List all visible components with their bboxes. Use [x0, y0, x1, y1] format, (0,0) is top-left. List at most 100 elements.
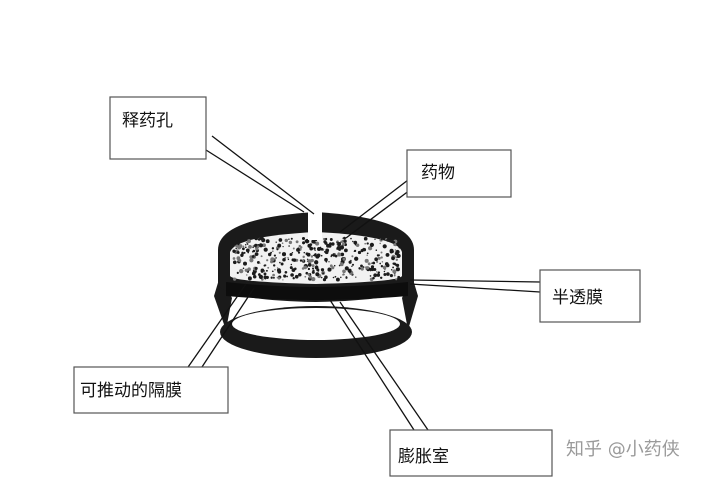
drug-particle	[395, 237, 398, 239]
drug-particle	[396, 253, 401, 259]
drug-particle	[252, 249, 256, 253]
drug-particle	[353, 240, 358, 245]
leader-drug-upper	[339, 179, 409, 233]
drug-particle	[268, 252, 272, 257]
drug-particle	[320, 247, 324, 251]
drug-particle	[298, 244, 302, 248]
drug-particle	[311, 264, 315, 268]
drug-particle	[383, 270, 386, 273]
drug-particle	[311, 277, 316, 282]
drug-particle	[331, 266, 335, 270]
drug-particle	[350, 237, 352, 240]
drug-particle	[243, 261, 247, 266]
drug-particle	[375, 249, 378, 251]
watermark-text: 知乎 @小药侠	[566, 439, 680, 460]
drug-particle	[287, 257, 289, 259]
drug-particle	[386, 238, 390, 242]
drug-particle	[320, 276, 323, 279]
drug-particle	[333, 264, 336, 267]
label-drug: 药物	[421, 163, 455, 183]
drug-particle	[345, 276, 348, 279]
drug-particle	[272, 276, 275, 279]
drug-particle	[244, 244, 247, 246]
drug-particle	[284, 270, 288, 274]
drug-particle	[314, 260, 319, 265]
drug-particle	[297, 251, 301, 254]
drug-particles	[232, 236, 401, 282]
drug-particle	[331, 242, 334, 245]
callout-semipermeable-membrane: 半透膜	[539, 269, 641, 323]
drug-particle	[290, 263, 293, 266]
drug-particle	[238, 244, 243, 249]
drug-particle	[284, 238, 289, 243]
drug-particle	[327, 267, 332, 272]
drug-particle	[277, 276, 281, 280]
drug-particle	[259, 243, 263, 248]
drug-particle	[360, 249, 364, 253]
leader-chamber-right	[339, 301, 429, 431]
drug-particle	[271, 270, 274, 273]
drug-particle	[320, 254, 323, 257]
drug-particle	[348, 260, 352, 264]
drug-particle	[242, 247, 245, 251]
drug-particle	[306, 258, 309, 261]
drug-particle	[372, 276, 375, 280]
drug-particle	[289, 252, 293, 257]
drug-particle	[235, 244, 239, 248]
drug-particle	[397, 237, 401, 242]
drug-particle	[270, 251, 273, 254]
drug-particle	[374, 238, 376, 240]
callout-release-hole: 释药孔	[109, 96, 207, 160]
drug-particle	[316, 268, 320, 272]
drug-particle	[369, 242, 374, 247]
drug-particle	[242, 267, 245, 270]
drug-particle	[302, 259, 305, 262]
drug-particle	[304, 239, 310, 244]
label-semipermeable-membrane: 半透膜	[552, 288, 603, 308]
drug-particle	[244, 268, 248, 272]
drug-particle	[260, 268, 265, 273]
drug-particle	[344, 248, 348, 253]
drug-particle	[334, 275, 337, 278]
drug-particle	[287, 258, 290, 261]
drug-particle	[377, 256, 381, 260]
drug-particle	[354, 256, 359, 261]
drug-particle	[342, 273, 345, 276]
drug-particle	[315, 265, 318, 268]
drug-particle	[256, 244, 258, 246]
drug-particle	[312, 254, 315, 257]
drug-particle	[274, 268, 276, 271]
drug-particle	[376, 260, 379, 263]
drug-particle	[398, 245, 401, 249]
drug-particle	[272, 273, 275, 277]
drug-particle	[281, 242, 284, 244]
drug-particle	[292, 258, 297, 262]
drug-particle	[312, 269, 315, 272]
drug-particle	[294, 267, 297, 271]
drug-particle	[278, 251, 281, 254]
drug-particle	[238, 259, 242, 263]
drug-particle	[373, 273, 378, 278]
drug-particle	[286, 275, 289, 278]
drug-particle	[301, 267, 305, 270]
drug-particle	[258, 274, 263, 279]
drug-particle	[254, 266, 258, 270]
drug-particle	[233, 277, 237, 281]
drug-particle	[355, 276, 357, 278]
drug-particle	[355, 243, 360, 248]
drug-particle	[340, 276, 342, 279]
drug-particle	[352, 240, 354, 243]
drug-particle	[351, 263, 355, 266]
drug-particle	[324, 275, 328, 279]
drug-particle	[380, 238, 383, 241]
drug-particle	[272, 264, 276, 267]
drug-particle	[360, 264, 363, 268]
drug-particle	[296, 247, 300, 252]
semipermeable-membrane-band	[226, 282, 408, 300]
drug-particle	[247, 239, 251, 244]
drug-particle	[245, 248, 250, 253]
drug-particle	[304, 240, 307, 242]
drug-particle	[363, 236, 368, 241]
drug-particle	[247, 267, 251, 271]
